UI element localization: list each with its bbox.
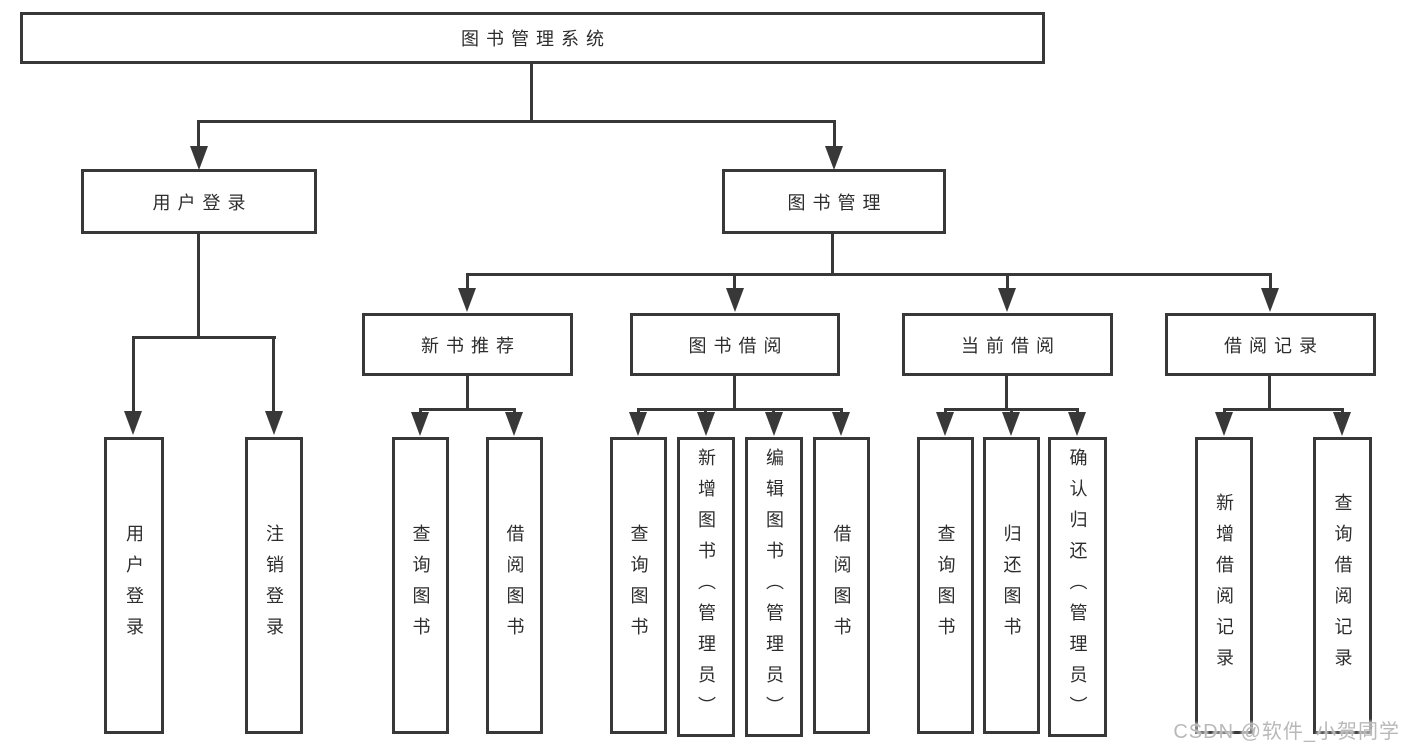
branch-vline bbox=[831, 234, 834, 276]
node-user-login-group-label: 用户登录 bbox=[152, 192, 253, 213]
arrow-stem bbox=[733, 273, 736, 290]
arrowhead-down-icon bbox=[1333, 412, 1351, 436]
node-br-add-record: 新增借阅记录 bbox=[1195, 437, 1253, 734]
arrowhead-down-icon bbox=[411, 412, 429, 436]
node-current-borrow: 当前借阅 bbox=[902, 313, 1113, 376]
node-user-login-group: 用户登录 bbox=[81, 169, 317, 234]
branch-hline bbox=[466, 273, 1272, 276]
branch-hline bbox=[1223, 408, 1344, 411]
arrowhead-down-icon bbox=[190, 146, 208, 170]
arrow-stem bbox=[1006, 273, 1009, 290]
node-br-query-record-label: 查询借阅记录 bbox=[1332, 492, 1353, 679]
arrowhead-down-icon bbox=[629, 412, 647, 436]
arrowhead-down-icon bbox=[825, 146, 843, 170]
arrow-stem bbox=[466, 273, 469, 290]
node-cb-query-books: 查询图书 bbox=[917, 437, 974, 734]
node-cb-confirm-return: 确认归还（管理员） bbox=[1048, 437, 1107, 737]
node-bb-edit-books: 编辑图书（管理员） bbox=[745, 437, 803, 737]
arrowhead-down-icon bbox=[458, 288, 476, 312]
node-book-borrow: 图书借阅 bbox=[630, 313, 840, 376]
node-bb-add-books: 新增图书（管理员） bbox=[677, 437, 735, 737]
branch-hline bbox=[637, 408, 843, 411]
node-cb-return-books-label: 归还图书 bbox=[1001, 523, 1022, 648]
node-bb-query-books-label: 查询图书 bbox=[628, 523, 649, 648]
arrow-stem bbox=[1269, 273, 1272, 290]
node-cb-return-books: 归还图书 bbox=[983, 437, 1040, 734]
node-bb-edit-books-label: 编辑图书（管理员） bbox=[764, 447, 784, 727]
node-bb-borrow-books: 借阅图书 bbox=[813, 437, 870, 734]
branch-hline bbox=[198, 120, 836, 123]
arrowhead-down-icon bbox=[1068, 412, 1086, 436]
node-borrow-records: 借阅记录 bbox=[1165, 313, 1376, 376]
arrowhead-down-icon bbox=[697, 412, 715, 436]
node-rec-borrow-books-label: 借阅图书 bbox=[504, 523, 525, 648]
node-br-add-record-label: 新增借阅记录 bbox=[1214, 492, 1234, 679]
node-logout: 注销登录 bbox=[245, 437, 303, 734]
branch-vline bbox=[733, 376, 736, 410]
arrowhead-down-icon bbox=[765, 412, 783, 436]
arrowhead-down-icon bbox=[726, 288, 744, 312]
branch-vline bbox=[197, 234, 200, 339]
arrowhead-down-icon bbox=[998, 288, 1016, 312]
branch-vline bbox=[530, 63, 533, 123]
node-br-query-record: 查询借阅记录 bbox=[1313, 437, 1372, 734]
arrowhead-down-icon bbox=[1002, 412, 1020, 436]
node-root-label: 图书管理系统 bbox=[461, 29, 611, 49]
node-bb-add-books-label: 新增图书（管理员） bbox=[696, 447, 716, 727]
arrowhead-down-icon bbox=[1215, 412, 1233, 436]
branch-vline bbox=[466, 376, 469, 410]
node-root: 图书管理系统 bbox=[20, 12, 1045, 64]
arrowhead-down-icon bbox=[505, 412, 523, 436]
node-logout-label: 注销登录 bbox=[264, 523, 284, 648]
node-new-book-rec: 新书推荐 bbox=[362, 313, 573, 376]
arrowhead-down-icon bbox=[265, 411, 283, 435]
arrow-stem bbox=[197, 120, 200, 148]
branch-hline bbox=[419, 408, 516, 411]
node-current-borrow-label: 当前借阅 bbox=[961, 335, 1061, 356]
node-rec-query-books: 查询图书 bbox=[392, 437, 449, 734]
node-bb-borrow-books-label: 借阅图书 bbox=[831, 523, 852, 648]
node-login: 用户登录 bbox=[104, 437, 164, 734]
node-borrow-records-label: 借阅记录 bbox=[1224, 335, 1324, 356]
watermark: CSDN @软件_小贺同学 bbox=[1173, 721, 1400, 743]
node-login-label: 用户登录 bbox=[124, 523, 144, 648]
arrowhead-down-icon bbox=[936, 412, 954, 436]
node-book-borrow-label: 图书借阅 bbox=[688, 335, 789, 356]
arrow-stem bbox=[272, 336, 275, 414]
node-cb-confirm-return-label: 确认归还（管理员） bbox=[1067, 447, 1088, 727]
node-rec-query-books-label: 查询图书 bbox=[410, 523, 431, 648]
node-cb-query-books-label: 查询图书 bbox=[935, 523, 956, 648]
arrowhead-down-icon bbox=[124, 411, 142, 435]
arrow-stem bbox=[833, 120, 836, 148]
node-rec-borrow-books: 借阅图书 bbox=[486, 437, 543, 734]
node-book-mgmt-label: 图书管理 bbox=[787, 192, 888, 213]
arrowhead-down-icon bbox=[1261, 288, 1279, 312]
branch-vline bbox=[1005, 376, 1008, 410]
node-new-book-rec-label: 新书推荐 bbox=[421, 335, 521, 356]
node-book-mgmt: 图书管理 bbox=[722, 169, 946, 234]
node-bb-query-books: 查询图书 bbox=[610, 437, 667, 734]
arrow-stem bbox=[132, 336, 135, 414]
branch-vline bbox=[1268, 376, 1271, 410]
branch-hline bbox=[132, 336, 276, 339]
arrowhead-down-icon bbox=[832, 412, 850, 436]
